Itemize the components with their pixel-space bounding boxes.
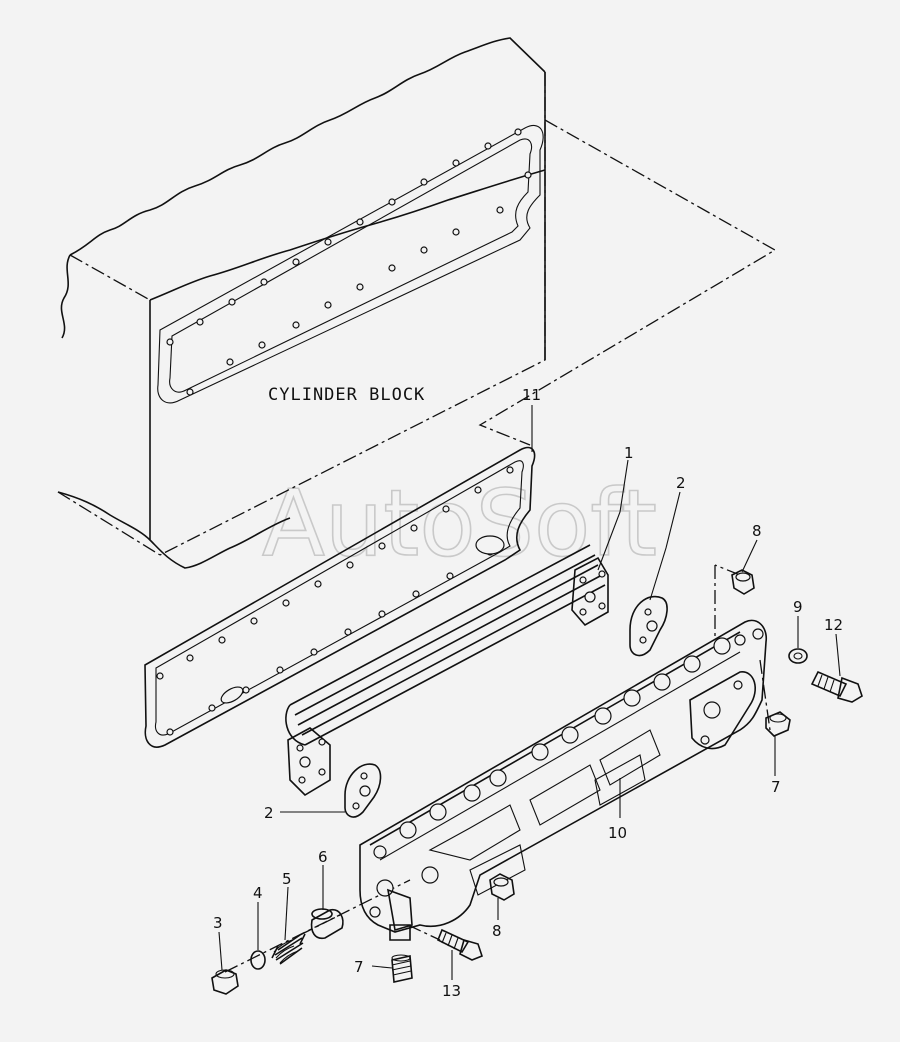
part-2-gasket-top: [629, 595, 668, 657]
part-11-gasket: [144, 446, 536, 748]
callout-2-top: 2: [676, 474, 686, 492]
callout-3: 3: [213, 914, 223, 932]
callout-11: 11: [522, 386, 541, 404]
housing-bosses: [399, 628, 764, 839]
cylinder-block: CYLINDER BLOCK: [57, 37, 546, 569]
cylinder-block-label: CYLINDER BLOCK: [268, 385, 425, 405]
part-3-plug: [211, 969, 239, 995]
callout-6: 6: [318, 848, 328, 866]
part-7-plug-bottom: [391, 954, 413, 983]
part-6-relief-valve: [310, 908, 344, 940]
callout-7-right: 7: [771, 778, 781, 796]
callout-10: 10: [608, 824, 627, 842]
part-13-bolt: [436, 928, 483, 961]
watermark-text: AutoSoft: [262, 470, 657, 577]
callout-8-top: 8: [752, 522, 762, 540]
part-5-spring: [271, 933, 306, 965]
block-gasket-holes: [166, 128, 532, 396]
callout-5: 5: [282, 870, 292, 888]
callout-2-bottom: 2: [264, 804, 274, 822]
callout-8-bottom: 8: [492, 922, 502, 940]
part-7-plug-right: [765, 711, 791, 737]
part-8-nut-bottom: [489, 873, 515, 901]
callout-1: 1: [624, 444, 634, 462]
callout-13: 13: [442, 982, 461, 1000]
part-4-o-ring: [250, 950, 266, 970]
callout-leader-lines: [218, 405, 841, 980]
callout-4: 4: [253, 884, 263, 902]
part-12-banjo-bolt: [810, 670, 863, 703]
part-9-washer: [788, 648, 808, 664]
callout-12: 12: [824, 616, 843, 634]
part-1-oil-cooler-element: [285, 544, 609, 797]
callout-labels: 11 1 2 8 9 12 7 2 10 6 5 4 3 8 7 13: [213, 386, 843, 1000]
part-10-oil-cooler-housing: [359, 619, 768, 941]
part-8-nut-top: [731, 569, 755, 595]
callout-9: 9: [793, 598, 803, 616]
callout-7-bottom: 7: [354, 958, 364, 976]
part-2-gasket-bottom: [344, 763, 382, 818]
